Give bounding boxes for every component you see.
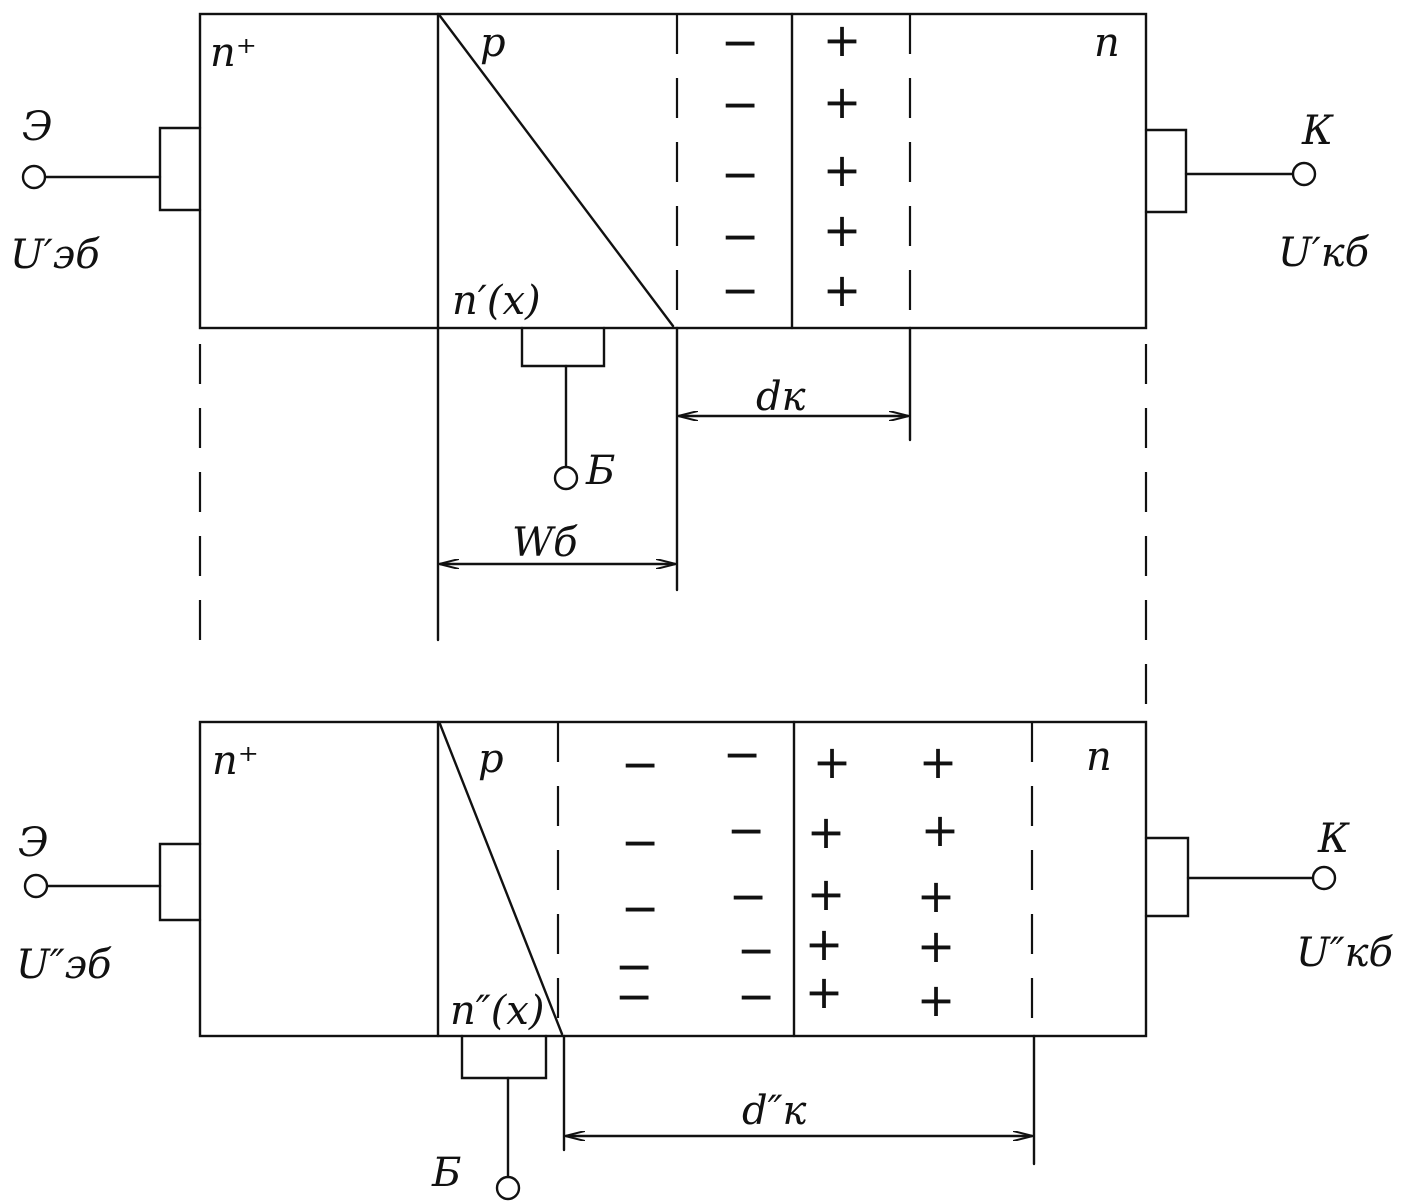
diagram-a-carrier-profile-line <box>438 14 675 328</box>
diagram-b-collector-voltage-label: U″кб <box>1296 930 1394 976</box>
diagram-b-pos-charge: + <box>919 735 958 789</box>
diagram-b-collector-contact <box>1144 836 1190 918</box>
diagram-a-carrier-profile-label: n′(x) <box>452 278 541 324</box>
diagram-a-pos-charge: + <box>823 203 862 257</box>
diagram-a-neg-charge: − <box>721 147 760 201</box>
diagram-a-body <box>198 12 1148 330</box>
diagram-b-neg-charge: − <box>729 869 768 923</box>
diagram-b-base-region-label: p <box>478 736 504 782</box>
diagram-b-neg-charge: − <box>615 969 654 1023</box>
diagram-b-pos-charge: + <box>805 965 844 1019</box>
diagram-a-pos-charge: + <box>823 143 862 197</box>
diagram-b-collector-region-label: n <box>1086 734 1112 780</box>
diagram-b-junction-width-label: d″к <box>742 1088 807 1134</box>
diagram-a-emitter-region-label: n⁺ <box>210 30 257 76</box>
diagram-b: n⁺ p n Э К Б U″эб U″кб n″(x) d″к − − − −… <box>16 720 1394 1201</box>
diagram-b-pos-charge: + <box>917 919 956 973</box>
diagram-b-neg-charge: − <box>723 727 762 781</box>
diagram-b-neg-charge: − <box>621 881 660 935</box>
diagram-b-pos-charge: + <box>917 973 956 1027</box>
diagram-a-base-region-label: p <box>480 20 506 66</box>
diagram-b-pos-charge: + <box>921 803 960 857</box>
diagram-b-carrier-profile-label: n″(x) <box>450 988 544 1034</box>
diagram-a-collector-contact <box>1144 128 1188 214</box>
diagram-b-neg-charge: − <box>615 939 654 993</box>
diagram-a-base-width-label: Wб <box>512 520 578 566</box>
diagram-a-base-contact <box>520 326 606 368</box>
diagram-b-pos-charge: + <box>807 867 846 921</box>
diagram-a-collector-voltage-label: U′кб <box>1278 230 1370 276</box>
diagram-a-neg-charge: − <box>721 263 760 317</box>
diagram-b-collector-terminal-dot <box>1311 865 1337 891</box>
diagram-a-neg-charge: − <box>721 77 760 131</box>
diagram-a-pos-charge: + <box>823 75 862 129</box>
diagram-a-base-terminal-dot <box>553 465 579 491</box>
diagram-b-neg-charge: − <box>737 923 776 977</box>
diagram-b-carrier-profile-line <box>438 722 564 1036</box>
diagram-a-emitter-contact <box>158 126 202 212</box>
diagram-a-base-terminal-label: Б <box>585 448 615 494</box>
diagram-a-pos-charge: + <box>823 263 862 317</box>
diagram-b-base-terminal-dot <box>495 1175 521 1201</box>
diagram-b-emitter-terminal-dot <box>23 873 49 899</box>
diagram-b-neg-charge: − <box>621 737 660 791</box>
diagram-b-base-contact <box>460 1034 548 1080</box>
diagram-b-neg-charge: − <box>737 969 776 1023</box>
diagram-b-body <box>198 720 1148 1038</box>
diagram-b-base-terminal-label: Б <box>431 1150 461 1196</box>
diagram-a-junction-width-label: dк <box>756 374 806 420</box>
diagram-b-emitter-voltage-label: U″эб <box>16 942 112 988</box>
diagram-a-neg-charge: − <box>721 15 760 69</box>
diagram-b-emitter-contact <box>158 842 202 922</box>
diagram-a-emitter-terminal-label: Э <box>22 104 53 150</box>
diagram-b-neg-charge: − <box>727 803 766 857</box>
diagram-b-pos-charge: + <box>917 869 956 923</box>
diagram-b-pos-charge: + <box>805 917 844 971</box>
diagram-b-neg-charge: − <box>621 815 660 869</box>
diagram-b-pos-charge: + <box>813 735 852 789</box>
diagram-a-emitter-voltage-label: U′эб <box>10 232 100 278</box>
diagram-b-collector-terminal-label: К <box>1317 816 1350 862</box>
diagram-b-emitter-region-label: n⁺ <box>212 738 259 784</box>
diagram-b-emitter-terminal-label: Э <box>18 820 49 866</box>
diagram-a-collector-terminal-dot <box>1291 161 1317 187</box>
diagram-a-collector-region-label: n <box>1094 20 1120 66</box>
diagram-a-neg-charge: − <box>721 209 760 263</box>
diagram-a-pos-charge: + <box>823 13 862 67</box>
diagram-a-emitter-terminal-dot <box>21 164 47 190</box>
diagram-a-collector-terminal-label: К <box>1301 108 1334 154</box>
diagram-b-pos-charge: + <box>807 805 846 859</box>
diagram-a: n⁺ p n Э К Б U′эб U′кб n′(x) dк Wб − − −… <box>10 12 1370 710</box>
